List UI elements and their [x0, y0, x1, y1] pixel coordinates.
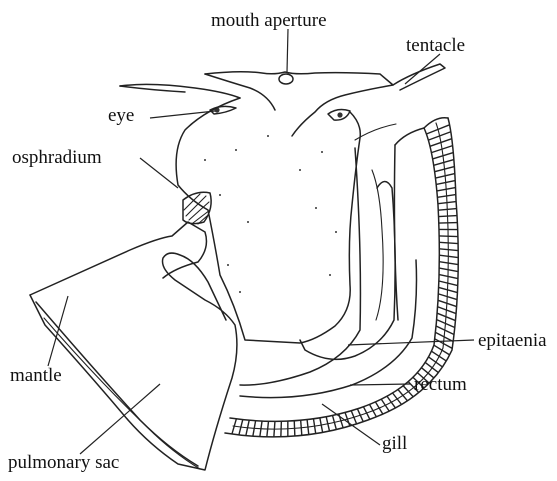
gill-lamella: [294, 421, 295, 436]
gill-lamella: [274, 421, 275, 437]
label-osphradium: osphradium: [12, 147, 102, 168]
gill-lamella: [387, 396, 395, 408]
body-outline: [176, 98, 360, 343]
gill-lamella: [375, 402, 382, 414]
gill-lamella: [357, 409, 363, 422]
gill-lamella: [426, 125, 449, 134]
gill-lamella: [307, 420, 309, 435]
gill-lamella: [370, 404, 377, 416]
gill-lamella: [425, 362, 438, 372]
body-speckles: [204, 135, 337, 293]
gill-lamella: [439, 249, 458, 251]
gill-lamella: [439, 236, 458, 237]
gill-lamella: [431, 351, 446, 361]
gill-lamella: [439, 216, 457, 217]
label-epitaenia: epitaenia: [478, 330, 547, 351]
gill-lamella: [393, 393, 402, 405]
label-pulmonary-sac: pulmonary sac: [8, 452, 119, 473]
eye-right-icon: [328, 110, 350, 121]
osphradium-shape: [183, 192, 211, 224]
label-mantle: mantle: [10, 365, 62, 386]
gill-lamella: [281, 421, 282, 437]
pulmonary-sac-shape: [30, 253, 237, 470]
gill-lamella: [267, 421, 269, 437]
label-mouth-aperture: mouth aperture: [211, 10, 327, 31]
gill-lamella: [438, 209, 456, 211]
label-gill: gill: [382, 433, 407, 454]
label-eye: eye: [108, 105, 134, 126]
gill-lamella: [363, 407, 369, 420]
gill-lamella: [439, 242, 458, 243]
gill-lamella: [301, 420, 302, 435]
gill-lamella: [428, 132, 450, 140]
label-tentacle: tentacle: [406, 35, 465, 56]
gill-lamella: [434, 345, 450, 355]
gill-lamella: [381, 399, 389, 411]
gill-lamella: [398, 390, 407, 401]
mouth-aperture-shape: [279, 74, 293, 84]
label-rectum: rectum: [414, 374, 467, 395]
eye-left-icon: [210, 106, 236, 114]
gill-lamella: [403, 386, 413, 397]
gill-lamella: [429, 357, 443, 367]
